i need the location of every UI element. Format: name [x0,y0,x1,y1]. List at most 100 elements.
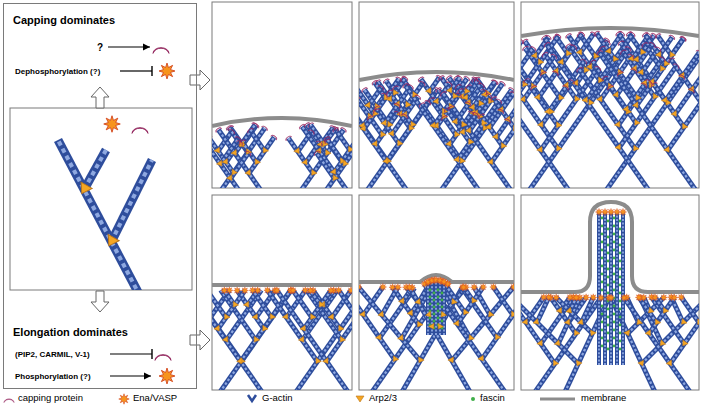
capping-protein [308,129,315,135]
fascin [607,268,610,271]
fascin [613,281,616,284]
actin-filament [490,111,501,127]
fascin [619,260,622,263]
arp23-complex [493,334,501,342]
fascin [433,306,436,309]
fascin [601,273,604,276]
fascin [601,241,604,244]
arp23-complex [383,158,391,166]
activation-arrow [110,375,151,376]
arp23-complex [237,358,245,366]
actin-subunits [616,212,618,365]
fascin [601,329,604,332]
arp23-complex [671,111,679,119]
fascin [437,289,440,292]
actin-subunits [535,298,601,390]
capping-protein [332,125,339,131]
actin-subunits [317,153,335,178]
capping-protein [523,77,530,83]
capping-protein [616,70,623,76]
ena-vasp [619,208,626,215]
arp23-complex [645,330,653,338]
arp23-complex [359,311,367,319]
arp23-complex [328,314,336,322]
ena-vasp [264,287,271,294]
actin-filament [250,130,264,150]
capping-protein [424,99,431,105]
arp23-complex [544,108,552,116]
legend-label: capping protein [18,393,83,404]
ena-vasp [553,294,560,301]
fascin [437,317,440,320]
capping-protein [618,30,625,36]
actin-filament [639,297,657,322]
fascin [607,348,610,351]
arp23-complex [586,63,594,71]
actin-subunits [293,290,312,317]
fascin [613,313,616,316]
arp23-complex [641,80,649,88]
capping-protein [565,32,572,38]
capping-protein [649,41,656,47]
capping-protein [434,86,441,92]
ena-vasp-icon [159,63,175,79]
actin-filament [609,212,613,365]
actin-filament [548,88,565,113]
arp23-complex [661,307,669,315]
fascin [437,310,440,313]
arp23-complex [216,160,224,168]
ena-vasp [307,287,314,294]
fascin [613,249,616,252]
arp23-complex [658,340,666,348]
ena-vasp [566,294,573,301]
panel-label: Elongation dominates [13,326,128,339]
actin-subunits [364,79,399,129]
arp23-complex [416,357,424,364]
actin-filament [671,60,699,103]
arp23-complex [391,356,399,364]
actin-subunits [622,212,624,365]
actin-subunits [493,287,513,315]
arp23-complex [436,323,444,330]
ena-vasp [573,294,580,301]
arp23-complex [360,125,368,133]
arp23-complex [615,69,623,77]
arp23-complex [697,99,699,107]
capping-protein [261,125,268,131]
capping-protein [570,44,577,50]
arp23-complex [646,307,654,315]
ena-vasp [607,294,614,301]
arp23-complex [487,159,495,167]
arp23-complex [378,311,386,319]
arp23-complex [469,104,477,112]
capping-protein [593,30,600,36]
actin-subunits [212,290,262,390]
actin-subunits [624,298,690,390]
fascin [613,345,616,348]
capping-protein [386,89,393,95]
arp23-complex [399,298,407,306]
arp23-complex [408,121,416,129]
legend-sample [471,397,475,401]
arp23-complex [554,340,562,348]
ena-vasp-icon [104,116,121,133]
arp23-complex [252,159,260,167]
capping-protein [415,94,422,100]
ena-vasp [480,284,487,291]
arp23-complex [597,96,605,104]
capping-protein [645,32,652,38]
capping-protein [359,96,361,102]
actin-subunits [382,287,398,315]
arp23-complex [214,147,222,155]
actin-subunits [665,77,682,101]
ena-vasp [289,287,296,294]
arp23-complex [492,133,500,141]
actin-subunits [581,297,593,322]
arp23-complex [465,127,473,135]
capping-protein [615,30,622,36]
panel-label: Phosphorylation (?) [15,372,91,381]
fascin [613,273,616,276]
fascin [619,332,622,335]
arp23-complex [313,358,321,366]
capping-protein [378,84,385,90]
